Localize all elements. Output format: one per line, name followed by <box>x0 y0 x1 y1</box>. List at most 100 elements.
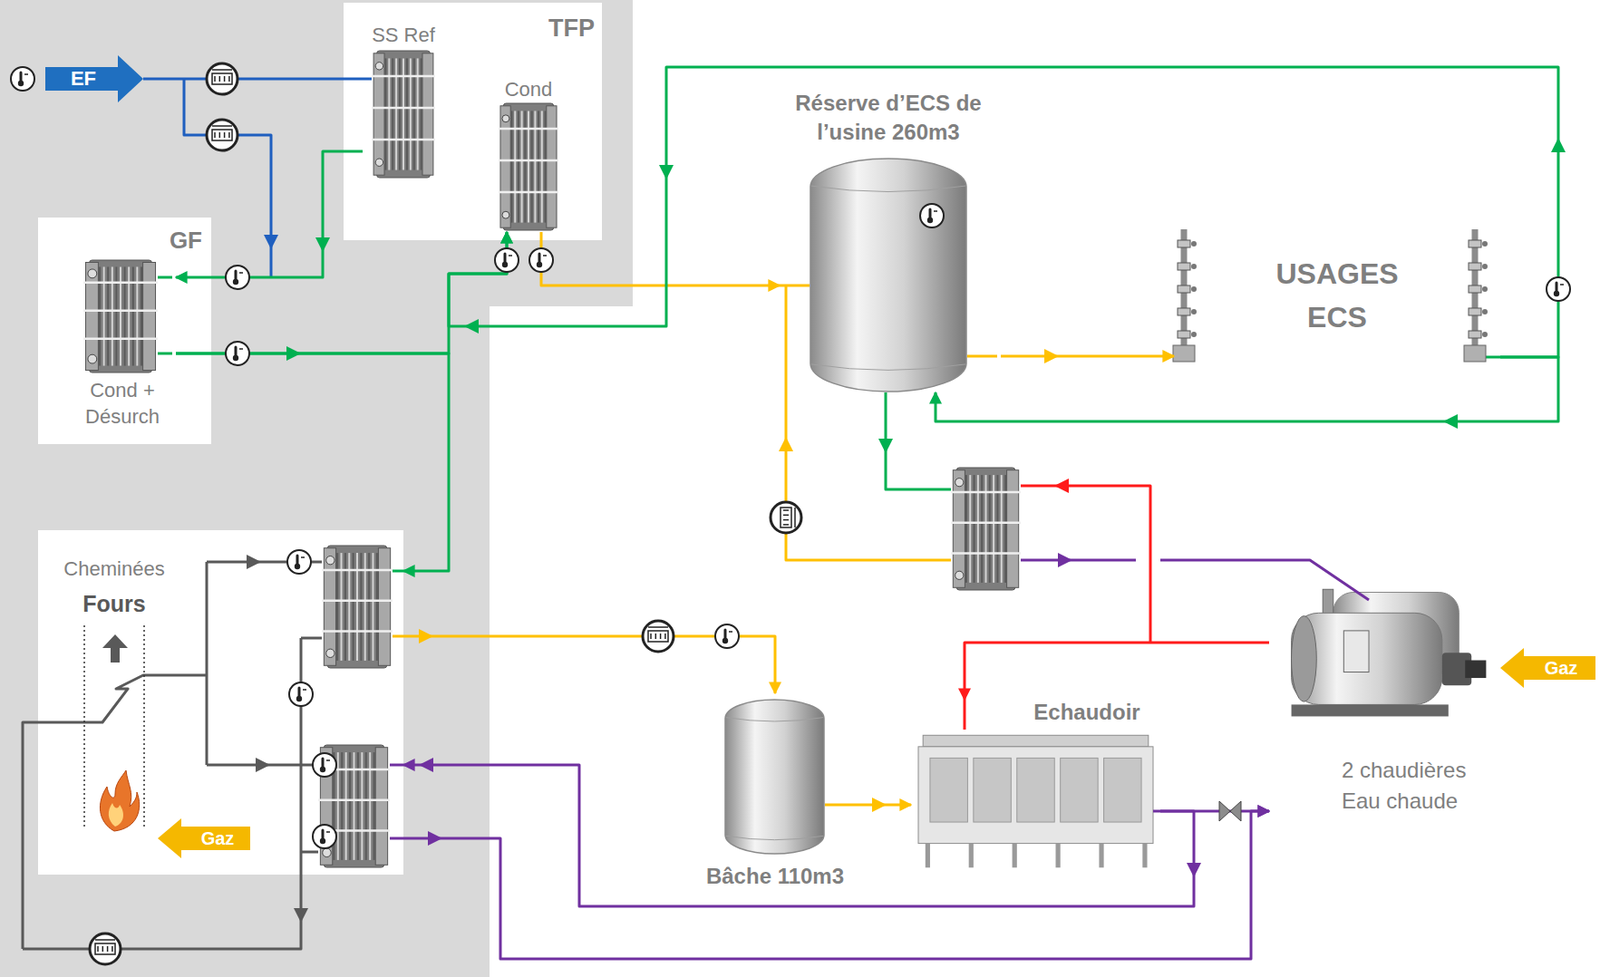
thermometer-symbol <box>494 248 519 272</box>
thermometer-stem <box>1555 282 1559 292</box>
pipe-connector <box>964 642 1270 700</box>
flow-arrow <box>778 436 794 452</box>
plant-zone-ground <box>0 0 633 977</box>
flow-arrow <box>1044 349 1059 364</box>
valve-symbol <box>1219 801 1242 822</box>
exchanger-end-plate <box>952 470 965 589</box>
meter-body <box>89 933 121 965</box>
exchanger-tie-bar <box>371 138 436 142</box>
flow-arrow <box>659 164 674 180</box>
tank-icon <box>809 157 968 393</box>
manifold-symbol <box>1464 229 1488 362</box>
thermometer-bulb <box>722 638 728 644</box>
pipe-connector <box>403 811 1270 960</box>
meter-digit-mark <box>649 633 652 640</box>
meter-digit-mark <box>96 946 99 952</box>
manifold-valve <box>1468 308 1482 316</box>
thermometer-dial <box>289 682 313 707</box>
exhaust-line <box>205 562 209 766</box>
flow-arrow <box>418 757 434 773</box>
manifold-handle <box>1482 263 1488 270</box>
thermometer-dial <box>287 550 311 574</box>
thermometer-bulb <box>232 279 239 285</box>
thermometer-stem <box>234 271 238 281</box>
pipe-connector <box>448 67 1559 358</box>
pipe-line <box>1153 810 1161 814</box>
label-holder: GF <box>138 226 203 255</box>
exhaust-line <box>22 638 301 950</box>
thermometer-stem <box>724 630 728 640</box>
panel-box: GF Cond + Désurch <box>38 217 212 445</box>
exhaust-line <box>300 637 322 640</box>
pipe-connector <box>175 353 449 572</box>
pipe-connector <box>541 232 780 286</box>
node-label: Echaudoir <box>1033 699 1140 727</box>
thermometer-tick <box>326 759 330 762</box>
pipe-line <box>1160 560 1369 601</box>
thermometer-stem <box>538 253 542 263</box>
exchanger-tie-bar <box>950 491 1021 495</box>
flow-arrow <box>246 554 262 570</box>
manifold-tee <box>1173 345 1195 362</box>
boiler-front <box>1291 616 1318 703</box>
exchanger-port <box>87 269 97 279</box>
thermometer-dial <box>312 753 337 777</box>
meter-body <box>770 502 802 534</box>
meter-digit-mark <box>111 946 114 952</box>
pipe-line <box>157 352 173 356</box>
manifold-valve <box>1468 330 1482 339</box>
label-holder: 2 chaudières Eau chaude <box>1341 755 1496 816</box>
flame-symbol <box>108 803 124 827</box>
exchanger-port <box>375 62 383 70</box>
thermometer-bulb <box>536 261 543 268</box>
exchanger-end-plate <box>546 106 557 228</box>
manifold-handle <box>1482 286 1488 292</box>
flow-meter-symbol <box>770 502 802 534</box>
thermometer-dial <box>715 624 739 649</box>
thermometer-dial <box>494 248 519 272</box>
exchanger-tie-bar <box>83 281 158 285</box>
thermometer-stem <box>321 830 325 840</box>
thermometer-dial <box>312 824 337 849</box>
thermometer-tick <box>508 254 513 257</box>
thermometer-symbol <box>225 265 250 290</box>
pipe-line <box>392 570 404 573</box>
thermometer-stem <box>296 555 300 565</box>
node-label: 2 chaudières Eau chaude <box>1341 755 1496 816</box>
scalder-machine: Echaudoir <box>911 699 1161 874</box>
thermometer-dial <box>1546 277 1571 301</box>
meter-window <box>212 129 233 141</box>
machine-top-rail <box>922 735 1149 747</box>
thermometer-bulb <box>232 355 239 361</box>
label-holder: USAGES ECS <box>1246 252 1428 340</box>
label-holder: Bâche 110m3 <box>693 863 857 891</box>
machine-window <box>1104 757 1142 823</box>
flow-meter-symbol <box>89 933 121 965</box>
node-label: Cond + Désurch <box>72 378 173 430</box>
flow-arrow <box>464 319 479 334</box>
manifold-valve <box>1177 330 1191 339</box>
thermometer-dial <box>920 203 944 228</box>
pipe-line <box>963 699 967 730</box>
label-holder: Fours <box>41 590 187 618</box>
exhaust-line <box>22 675 207 950</box>
pipe-line <box>967 355 998 359</box>
hx-icon <box>498 103 559 231</box>
exchanger-end-plate <box>422 53 434 175</box>
meter-bar <box>212 68 233 71</box>
meter-bar <box>95 939 116 941</box>
label-holder: EF <box>47 67 120 91</box>
heat-exchanger: Cond <box>494 77 563 233</box>
flow-meter-symbol <box>206 119 238 151</box>
manifold-handle <box>1191 241 1197 247</box>
meter-body <box>206 119 238 151</box>
flow-arrow <box>286 346 301 361</box>
manifold-handle <box>1191 263 1197 270</box>
tank-icon <box>724 698 825 855</box>
meter-digit-mark <box>783 519 789 522</box>
meter-digit-mark <box>659 633 662 640</box>
flow-arrow <box>878 438 893 454</box>
pipe-line <box>392 635 404 639</box>
exchanger-tie-bar <box>371 75 436 78</box>
